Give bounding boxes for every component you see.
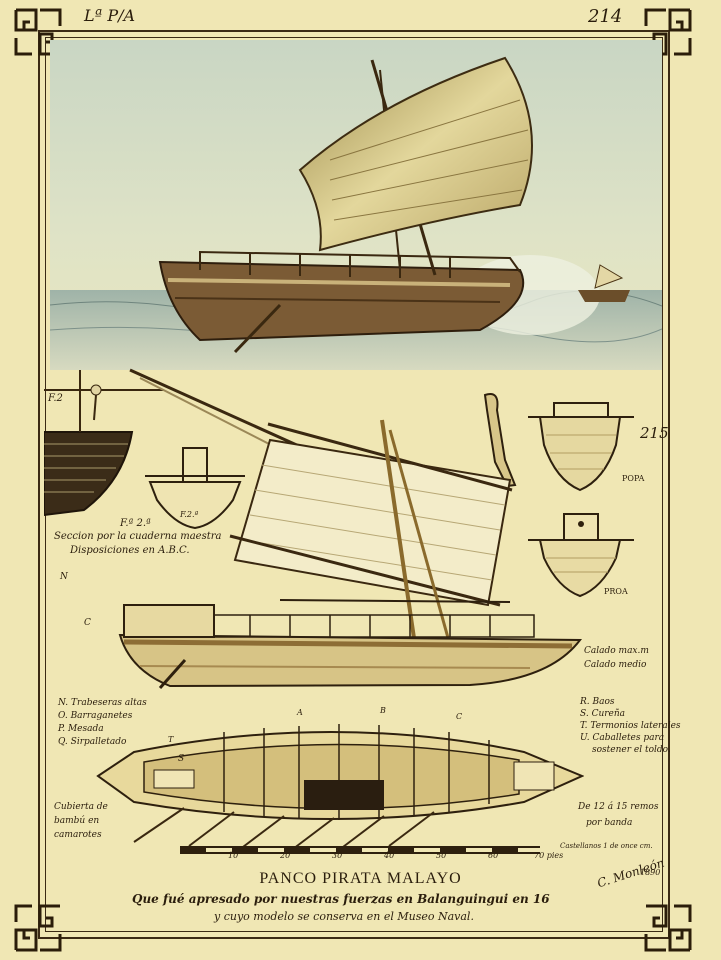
figure-label-f2: F.2	[48, 393, 63, 404]
plan-view-drawing	[96, 724, 584, 853]
sheet-border	[38, 30, 670, 939]
stern-view	[528, 402, 634, 492]
bow-label: PROA	[604, 587, 628, 596]
legend-left-item: N. Trabeseras altas	[58, 698, 147, 708]
legend-right: R. Baos S. Cureña T. Termonios laterales…	[580, 696, 681, 756]
plan-label-c: C	[456, 712, 463, 721]
scale-note: Castellanos 1 de once cm.	[560, 842, 653, 850]
hull-section-left	[44, 370, 164, 517]
scale-tick: 10	[228, 851, 239, 860]
plate-title: PANCO PIRATA MALAYO	[259, 870, 462, 887]
plate-subtitle-line1: Que fué apresado por nuestras fuerzas en…	[132, 892, 550, 906]
sailing-ship-painting	[50, 40, 662, 370]
scale-bar	[180, 846, 540, 854]
plan-note-left-1: Cubierta de	[54, 802, 108, 812]
label-c: C	[84, 618, 91, 628]
page-number: 214	[588, 6, 623, 27]
plan-note-right-2: por banda	[586, 818, 633, 828]
corner-ornament-bottom-left	[14, 904, 62, 952]
scale-tick: 40	[384, 851, 395, 860]
draught-mean-label: Calado medio	[584, 660, 647, 670]
signature-year: 1890	[640, 868, 661, 877]
section-caption-line2: Disposiciones en A.B.C.	[70, 545, 190, 556]
section-caption-line1: Seccion por la cuaderna maestra	[54, 531, 222, 542]
plan-note-left-3: camarotes	[54, 830, 102, 840]
label-n: N	[60, 572, 68, 582]
legend-right-item: R. Baos	[580, 697, 615, 707]
cross-section-midship	[145, 447, 245, 530]
plan-note-left-2: bambú en	[54, 816, 100, 826]
bow-view	[528, 513, 634, 598]
corner-ornament-top-left	[14, 8, 62, 56]
scale-tick: 70 pies	[534, 851, 564, 860]
scale-tick: 60	[488, 851, 499, 860]
figure-label-f2-small: F.2.ª	[180, 510, 199, 519]
scale-tick: 50	[436, 851, 447, 860]
legend-right-item: sostener el toldo.	[592, 745, 671, 755]
corner-ornament-top-right	[644, 8, 692, 56]
stern-label: POPA	[622, 474, 645, 483]
plan-label-s: S	[178, 754, 185, 764]
legend-right-item: S. Cureña	[580, 709, 626, 719]
scale-tick: 20	[280, 851, 291, 860]
plan-label-t: T	[168, 735, 174, 744]
figure-label-f2-sub: F.ª 2.ª	[120, 518, 151, 529]
scale-tick: 30	[332, 851, 343, 860]
series-label: Lª P/A	[84, 6, 136, 25]
legend-left-item: P. Mesada	[58, 724, 104, 734]
side-page-number: 215	[640, 424, 669, 442]
draught-max-label: Calado max.m	[584, 646, 649, 656]
corner-ornament-bottom-right	[644, 904, 692, 952]
legend-left-item: Q. Sirpalletado	[58, 737, 127, 747]
plan-label-a: A	[297, 708, 303, 717]
legend-left-item: O. Barraganetes	[58, 711, 133, 721]
plan-label-b: B	[380, 706, 386, 715]
plate-subtitle-line2: y cuyo modelo se conserva en el Museo Na…	[214, 910, 474, 923]
legend-right-item: T. Termonios laterales	[580, 721, 681, 731]
legend-right-item: U. Caballetes para	[580, 733, 665, 743]
plan-note-right-1: De 12 á 15 remos	[578, 802, 659, 812]
side-elevation-drawing	[118, 419, 582, 689]
legend-left: N. Trabeseras altas O. Barraganetes P. M…	[58, 697, 147, 749]
